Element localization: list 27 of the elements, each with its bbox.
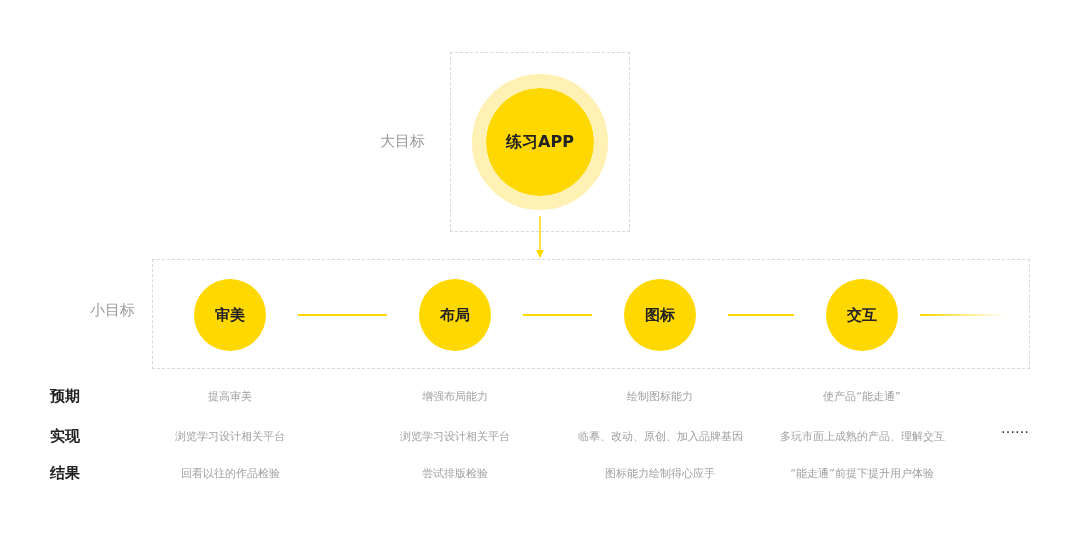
table-text: 尝试排版检验	[422, 465, 488, 481]
group-heading: 小目标	[90, 301, 135, 320]
goal-circle: 交互	[826, 279, 898, 351]
table-text: 多玩市面上成熟的产品、理解交互	[779, 428, 945, 444]
connector-line	[727, 314, 795, 316]
connector-line	[297, 314, 388, 316]
connector-line	[522, 314, 593, 316]
goal-circle: 审美	[194, 279, 266, 351]
connector-line	[919, 314, 1009, 316]
table-text: 浏览学习设计相关平台	[400, 428, 510, 444]
row-heading: 预期	[50, 386, 80, 406]
ellipsis-text: ……	[1001, 420, 1029, 436]
table-text: 使产品“能走通”	[823, 388, 901, 404]
table-text: 浏览学习设计相关平台	[175, 428, 285, 444]
table-text: 绘制图标能力	[627, 388, 693, 404]
table-text: 图标能力绘制得心应手	[605, 465, 715, 481]
goal-circle: 图标	[624, 279, 696, 351]
table-text: 增强布局能力	[422, 388, 488, 404]
table-text: “能走通”前提下提升用户体验	[790, 465, 934, 481]
table-text: 回看以往的作品检验	[180, 465, 280, 481]
group-heading: 大目标	[380, 132, 425, 151]
goal-circle: 布局	[419, 279, 491, 351]
row-heading: 结果	[50, 463, 80, 483]
table-text: 临摹、改动、原创、加入品牌基因	[577, 428, 743, 444]
row-heading: 实现	[50, 426, 80, 446]
arrow	[536, 215, 544, 258]
goal-circle: 练习APP	[472, 74, 608, 210]
